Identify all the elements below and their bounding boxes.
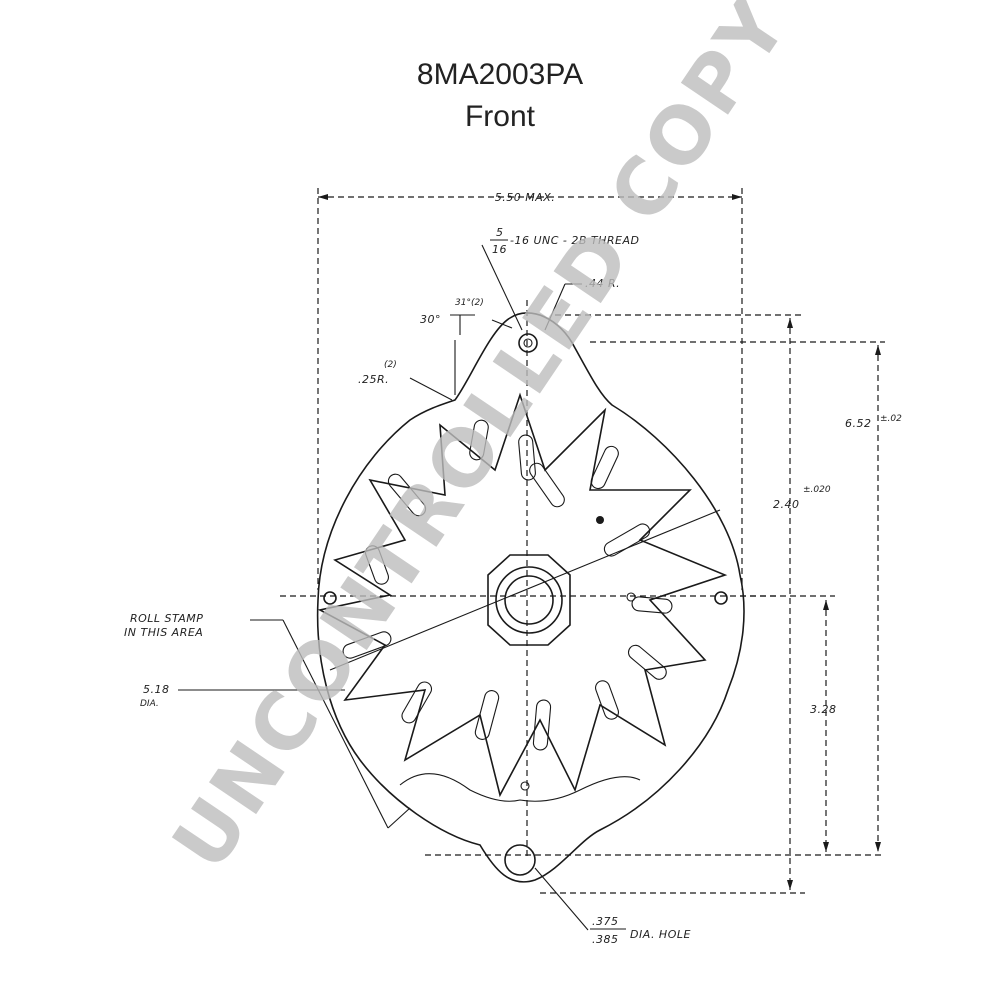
hole-label: DIA. HOLE: [630, 928, 691, 941]
hole-callout: .375 .385 DIA. HOLE: [534, 867, 691, 946]
radius-25-qty: (2): [384, 360, 397, 370]
height-240-tol: ±.020: [803, 485, 831, 495]
angle-31-label: 31°(2): [455, 298, 484, 308]
thread-callout: 5 16 -16 UNC - 2B THREAD: [481, 226, 640, 331]
radius-44-callout: .44 R.: [544, 277, 620, 331]
roll-stamp-line2: IN THIS AREA: [124, 626, 203, 639]
dia-518-unit: DIA.: [140, 699, 159, 709]
radius-44-label: .44 R.: [585, 277, 620, 290]
stator-pattern: [317, 392, 728, 798]
angle-30-label: 30°: [420, 313, 441, 326]
hole-dia-max: .385: [592, 933, 619, 946]
roll-stamp-line1: ROLL STAMP: [130, 612, 203, 625]
angle-callouts: 30° 31°(2): [420, 298, 513, 335]
height-652-label: 6.52: [845, 417, 872, 430]
height-240-label: 2.40: [773, 498, 800, 511]
height-652-tol: ±.02: [880, 414, 902, 424]
dia-518-label: 5.18: [143, 683, 170, 696]
center-lines: [280, 300, 780, 860]
radius-25-label: .25R.: [358, 373, 389, 386]
height-328-label: 3.28: [810, 703, 837, 716]
housing-outline: [316, 312, 745, 883]
pulley-hub: [487, 554, 571, 646]
thread-spec: -16 UNC - 2B THREAD: [510, 234, 640, 247]
thread-denominator: 16: [492, 243, 507, 256]
dia-518-callout: 5.18 DIA.: [140, 683, 345, 709]
thread-numerator: 5: [496, 226, 504, 239]
mounting-holes: [323, 333, 728, 876]
height-dimensions: 2.40 ±.020 6.52 ±.02 3.28: [425, 314, 902, 894]
width-dimension: 5.50 MAX.: [317, 188, 743, 590]
radius-25-callout: .25R. (2): [358, 340, 456, 401]
drawing-view-label: Front: [464, 100, 536, 133]
hole-dia-min: .375: [592, 915, 619, 928]
drawing-part-number: 8MA2003PA: [416, 58, 584, 91]
roll-stamp-callout: ROLL STAMP IN THIS AREA: [124, 612, 411, 829]
width-label: 5.50 MAX.: [495, 191, 556, 204]
uncontrolled-copy-watermark: UNCONTROLLED COPY: [156, 0, 806, 886]
